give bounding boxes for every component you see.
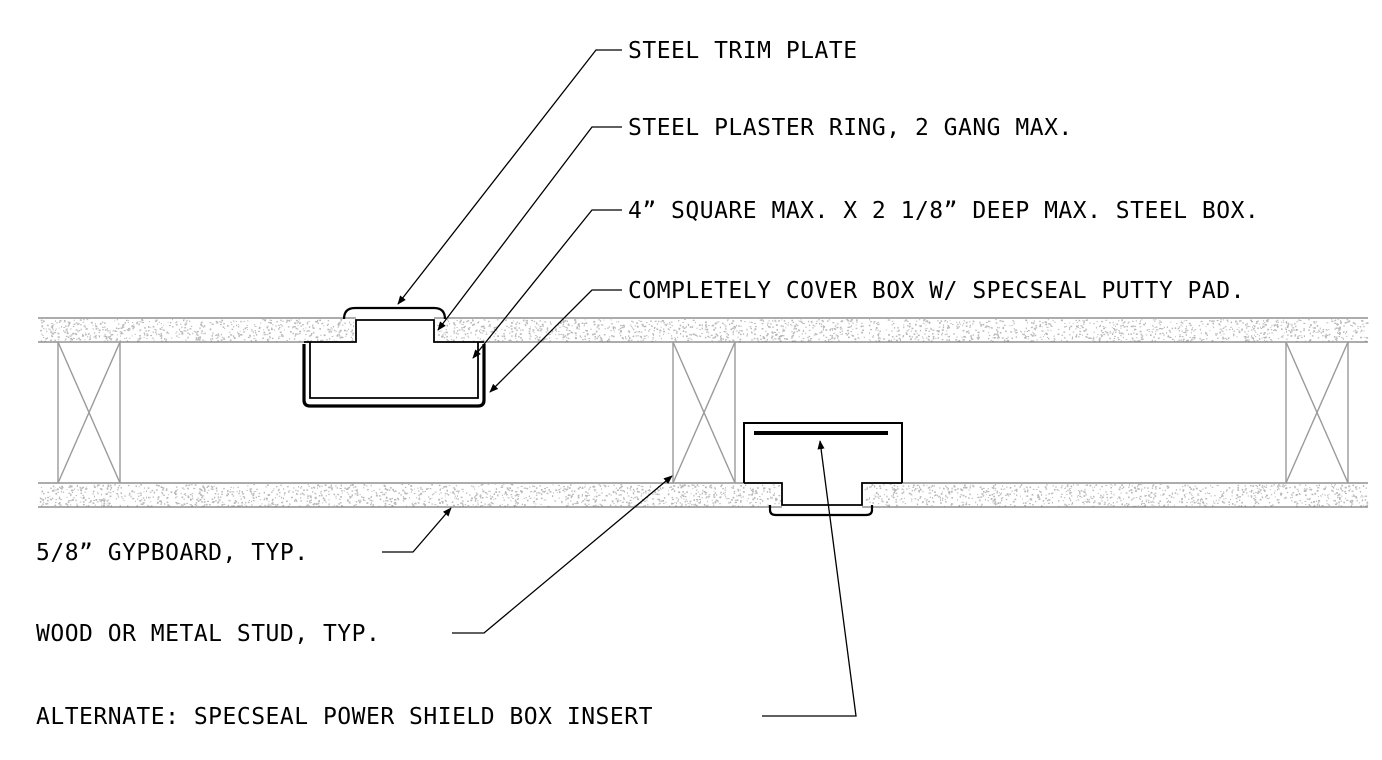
leader-lines — [382, 49, 857, 717]
steel-box-assembly — [302, 306, 486, 408]
steel-trim-plate — [342, 306, 447, 320]
label-alternate-insert: ALTERNATE: SPECSEAL POWER SHIELD BOX INS… — [36, 704, 653, 730]
label-putty-pad: COMPLETELY COVER BOX W/ SPECSEAL PUTTY P… — [628, 278, 1245, 304]
stud-right — [1285, 341, 1349, 484]
label-steel-plaster-ring: STEEL PLASTER RING, 2 GANG MAX. — [628, 115, 1073, 141]
gypboard-top-texture — [40, 319, 1369, 343]
power-shield-trim-plate — [768, 505, 874, 517]
label-gypboard: 5/8” GYPBOARD, TYP. — [36, 540, 309, 566]
power-shield-box — [743, 422, 903, 483]
label-steel-box: 4” SQUARE MAX. X 2 1/8” DEEP MAX. STEEL … — [628, 198, 1259, 224]
gypboard-bottom-texture — [39, 484, 1369, 508]
label-stud: WOOD OR METAL STUD, TYP. — [36, 621, 380, 647]
steel-plaster-ring — [304, 319, 484, 343]
gypboard-bottom-layer — [38, 482, 1369, 508]
gypboard-top-layer — [38, 317, 1369, 343]
label-steel-trim-plate: STEEL TRIM PLATE — [628, 38, 858, 64]
putty-pad — [302, 344, 486, 408]
stud-middle — [672, 341, 736, 484]
stud-left — [57, 341, 121, 484]
steel-box — [309, 342, 479, 399]
power-shield-insert-assembly — [743, 422, 903, 517]
